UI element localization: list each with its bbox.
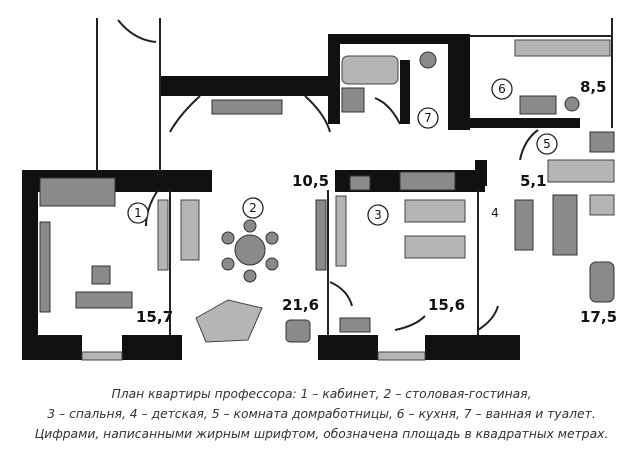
wall-bottom-left — [22, 335, 82, 360]
hall-area: 10,5 — [292, 172, 329, 190]
cabinet-bookcase — [39, 177, 116, 207]
room-5-circle — [536, 133, 558, 155]
bath-tub — [341, 55, 399, 85]
room-6-number: 6 — [498, 82, 506, 96]
dining-chair-6 — [221, 231, 235, 245]
wall-bottom-mid1 — [122, 335, 182, 360]
wall-entry-top — [160, 76, 330, 96]
caption-line-1: План квартиры профессора: 1 – кабинет, 2… — [111, 387, 532, 401]
room-1-number: 1 — [134, 206, 142, 220]
door-swing-bedroom-bath — [394, 315, 426, 331]
room-4-number: 4 — [491, 206, 499, 220]
cabinet-desk — [75, 291, 133, 309]
wall-room4-corner — [475, 160, 487, 186]
caption-line-3: Цифрами, написанными жирным шрифтом, обо… — [34, 427, 609, 441]
bedroom-bed — [404, 199, 466, 223]
dining-chair-4 — [243, 269, 257, 283]
kitchen-sink — [564, 96, 580, 112]
wall-bath-right — [400, 60, 410, 124]
room-6-circle — [491, 78, 513, 100]
room-7-circle — [417, 107, 439, 129]
wall-left — [22, 170, 38, 352]
room-3-circle — [367, 204, 389, 226]
door-swing-living — [304, 95, 331, 133]
bedroom-nightstand — [349, 175, 371, 191]
room-1-area: 15,7 — [136, 308, 173, 326]
floor-plan: 1 2 3 4 5 6 7 15,7 21,6 15,6 17,5 5,1 8,… — [22, 18, 617, 361]
bedroom-dresser — [399, 171, 456, 191]
kitchen-counter — [514, 39, 611, 57]
dining-chair-3 — [265, 257, 279, 271]
nursery-bed — [552, 194, 578, 256]
bedroom-bed-2 — [404, 235, 466, 259]
living-cabinet — [315, 199, 327, 271]
bath-toilet — [419, 51, 437, 69]
bedroom-vanity — [339, 317, 371, 333]
wall-bath-top — [330, 34, 450, 44]
caption-line-2: 3 – спальня, 4 – детская, 5 – комната до… — [47, 407, 596, 421]
room-2-circle — [242, 197, 264, 219]
door-swing-entry — [169, 95, 201, 133]
door-swing-bedroom — [329, 281, 353, 307]
room-3-number: 3 — [374, 208, 382, 222]
living-sideboard — [180, 199, 200, 261]
dining-table — [234, 234, 266, 266]
dining-chair-1 — [243, 219, 257, 233]
room-2-number: 2 — [249, 201, 257, 215]
wall-kitchen-bottom — [470, 118, 580, 128]
nursery-desk — [589, 261, 615, 303]
dining-chair-2 — [265, 231, 279, 245]
door-swing-bath — [374, 97, 401, 125]
cabinet-cabinet — [39, 221, 51, 313]
room-5-area: 5,1 — [520, 172, 547, 190]
room-5-number: 5 — [543, 137, 551, 151]
nursery-wardrobe — [514, 199, 534, 251]
maid-bed — [547, 159, 615, 183]
wall-kitchen-left — [448, 34, 470, 130]
door-swing-maid — [519, 129, 539, 161]
wall-bottom-right — [425, 335, 520, 360]
door-swing-nursery — [477, 305, 499, 331]
room-3-area: 15,6 — [428, 296, 465, 314]
bedroom-wardrobe — [335, 195, 347, 267]
kitchen-stove — [519, 95, 557, 115]
cabinet-chair — [91, 265, 111, 285]
maid-cabinet — [589, 131, 615, 153]
room-6-area: 8,5 — [580, 78, 607, 96]
room-1-circle — [127, 202, 149, 224]
living-sofa — [211, 99, 283, 115]
room-7-number: 7 — [424, 111, 432, 125]
room-2-area: 21,6 — [282, 296, 319, 314]
window-bottom-2 — [377, 351, 426, 361]
room-4-area: 17,5 — [580, 308, 617, 326]
living-armchair — [285, 319, 311, 343]
cabinet-shelf — [157, 199, 169, 271]
door-swing-corridor — [117, 19, 157, 43]
nursery-shelf — [589, 194, 615, 216]
wall-bottom-mid2 — [318, 335, 378, 360]
bath-sink — [341, 87, 365, 113]
dining-chair-5 — [221, 257, 235, 271]
living-piano — [195, 299, 263, 343]
wall-bath-left — [328, 34, 340, 124]
door-swing-cabinet — [145, 189, 159, 227]
window-bottom-1 — [81, 351, 123, 361]
wall-room2-top — [162, 170, 212, 192]
